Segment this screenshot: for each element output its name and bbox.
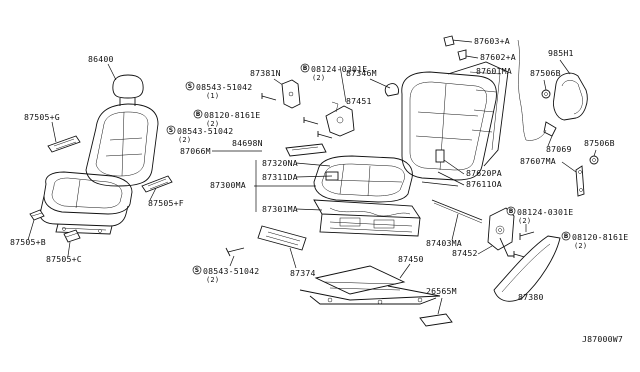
callout-87607ma: 87607MA: [520, 156, 556, 166]
strap-icon: [575, 165, 585, 197]
seat-frame-icon: [313, 199, 421, 237]
screw-icon: [225, 247, 245, 257]
callout-87069: 87069: [546, 144, 572, 154]
callout-87300ma: 87300MA: [210, 180, 246, 190]
callout-87611oa: 87611OA: [466, 179, 502, 189]
seatback-icon: [401, 61, 509, 181]
callout-985h1: 985H1: [548, 48, 574, 58]
rod-icon: [431, 199, 483, 224]
recliner-icon: [487, 207, 515, 257]
callout-87505f: 87505+F: [148, 198, 184, 208]
callout-08120-top: 08120-8161E: [204, 110, 260, 120]
svg-text:B: B: [509, 208, 514, 215]
callout-08543-top: 08543-51042: [196, 82, 252, 92]
qty-08543-bot: (2): [206, 276, 219, 284]
callout-87506b-right: 87506B: [584, 138, 615, 148]
qty-08120-top: (2): [206, 120, 219, 128]
callout-08543-mid: 08543-51042: [177, 126, 233, 136]
seat-assembly-icon: [39, 74, 159, 235]
svg-text:B: B: [196, 111, 201, 118]
bolt-symbol-icon: [506, 206, 516, 216]
callout-08124-top: 08124-0301E: [311, 64, 367, 74]
rail-cover-icon-f: [141, 175, 173, 193]
screw-symbol-icon: [192, 265, 202, 275]
airbag-module-icon: [553, 59, 588, 121]
callout-87066m: 87066M: [180, 146, 211, 156]
rail-cover-icon-b: [29, 209, 45, 221]
callout-87506b-top: 87506B: [530, 68, 561, 78]
module-icon: [419, 297, 453, 327]
screw-symbol-icon: [166, 125, 176, 135]
callout-08543-bot: 08543-51042: [203, 266, 259, 276]
rail-cover-icon-c: [63, 229, 81, 243]
callout-87603a: 87603+A: [474, 36, 510, 46]
callout-87601ma: 87601MA: [476, 66, 512, 76]
qty-08124-top: (2): [312, 74, 325, 82]
callout-87452: 87452: [452, 248, 478, 258]
svg-text:B: B: [303, 65, 308, 72]
bolt-icon: [261, 93, 333, 139]
callout-87403ma: 87403MA: [426, 238, 462, 248]
callout-87450: 87450: [398, 254, 424, 264]
qty-08120-right: (2): [574, 242, 587, 250]
callout-87620pa: 87620PA: [466, 168, 502, 178]
callout-86400: 86400: [88, 54, 114, 64]
callout-87380: 87380: [518, 292, 544, 302]
callout-87301ma: 87301MA: [262, 204, 298, 214]
grommet-icon: [589, 149, 599, 165]
svg-text:S: S: [188, 83, 192, 90]
cover-icon: [285, 143, 327, 157]
svg-text:S: S: [195, 267, 199, 274]
callout-87505b: 87505+B: [10, 237, 46, 247]
bolt-symbol-icon: [193, 109, 203, 119]
screw-symbol-icon: [185, 81, 195, 91]
callout-87346m: 87346M: [346, 68, 377, 78]
qty-08543-mid: (2): [178, 136, 191, 144]
callout-87320na: 87320NA: [262, 158, 298, 168]
bracket-icon: [281, 79, 301, 109]
rail-icon: [299, 265, 441, 305]
callout-87374: 87374: [290, 268, 316, 278]
callout-87602a: 87602+A: [480, 52, 516, 62]
headrest-icon: [384, 83, 399, 97]
svg-text:B: B: [564, 233, 569, 240]
grommet-icon: [541, 79, 551, 99]
callout-87505g: 87505+G: [24, 112, 60, 122]
svg-text:S: S: [169, 127, 173, 134]
qty-08124-right: (2): [518, 217, 531, 225]
callout-08120-right: 08120-8161E: [572, 232, 628, 242]
bolt-symbol-icon: [561, 231, 571, 241]
callout-87451: 87451: [346, 96, 372, 106]
recliner-link-icon: [325, 101, 355, 137]
clip-icon: [443, 35, 467, 61]
callout-08124-right: 08124-0301E: [517, 207, 573, 217]
trim-panel-icon: [257, 225, 307, 251]
rail-cover-icon-g: [47, 135, 81, 153]
callout-84698n: 84698N: [232, 138, 263, 148]
side-trim-icon: [493, 235, 561, 302]
callout-87381n: 87381N: [250, 68, 281, 78]
qty-08543-top: (1): [206, 92, 219, 100]
callout-87505c: 87505+C: [46, 254, 82, 264]
cushion-icon: [313, 155, 413, 203]
diagram-code: J87000W7: [582, 334, 623, 344]
callout-87311da: 87311DA: [262, 172, 298, 182]
bolt-icon: [519, 224, 535, 240]
callout-26565m: 26565M: [426, 286, 457, 296]
bolt-symbol-icon: [300, 63, 310, 73]
